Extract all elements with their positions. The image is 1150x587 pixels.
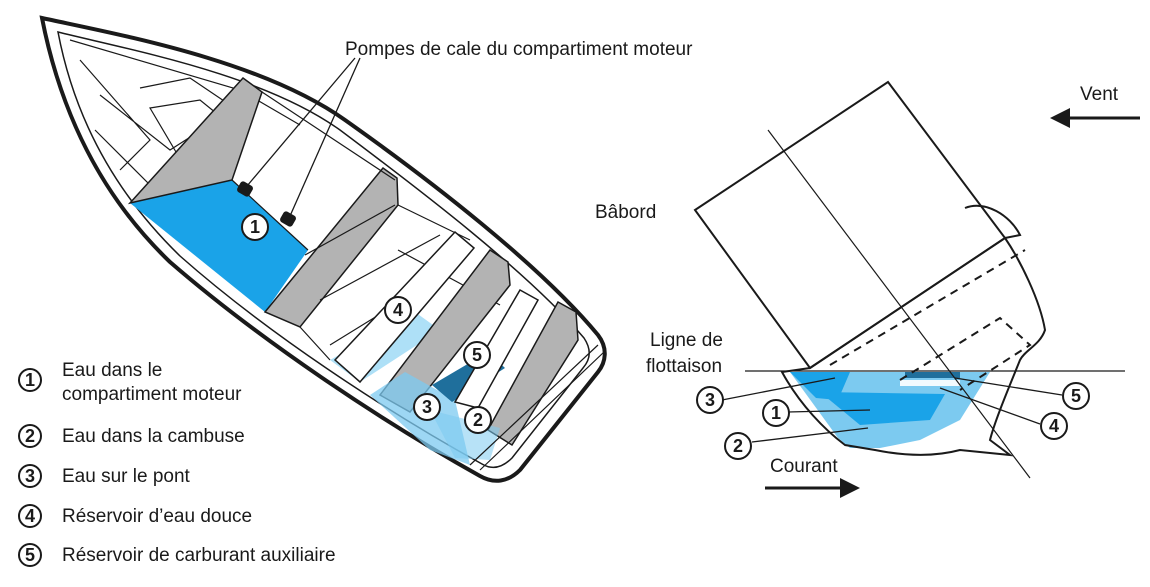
- boat-top-view: 1 4 5 3 2 Pompes de cale du compartiment…: [39, 15, 693, 483]
- legend: 1 Eau dans le compartiment moteur 2 Eau …: [18, 360, 336, 567]
- svg-text:4: 4: [393, 300, 403, 320]
- svg-text:Réservoir de carburant auxilia: Réservoir de carburant auxiliaire: [62, 545, 336, 566]
- marker-4-freshwater: 4: [384, 296, 412, 324]
- dashed-deck-line: [829, 249, 1032, 391]
- wind-arrow: [1050, 108, 1140, 128]
- section-marker-4: 4: [1040, 412, 1068, 440]
- pumps-label: Pompes de cale du compartiment moteur: [345, 39, 693, 60]
- engine-compartment-water: [130, 180, 308, 312]
- svg-text:compartiment moteur: compartiment moteur: [62, 384, 242, 405]
- centerline: [767, 129, 1031, 479]
- svg-text:Eau dans le: Eau dans le: [62, 360, 162, 381]
- svg-text:2: 2: [25, 426, 35, 446]
- galley-seat: [453, 288, 540, 409]
- bilge-pump-1: [237, 181, 253, 197]
- hull-inner-outline: [57, 30, 590, 469]
- legend-item-5: 5 Réservoir de carburant auxiliaire: [18, 543, 336, 567]
- waterline-label-1: Ligne de: [650, 330, 723, 351]
- transom-lines: [469, 344, 605, 471]
- heeled-hull-outline: [780, 236, 1047, 457]
- pump-pointer-1: [246, 57, 356, 187]
- svg-text:1: 1: [25, 370, 35, 390]
- tank-freshwater: [900, 380, 960, 386]
- svg-text:3: 3: [25, 466, 35, 486]
- engine-aft-bulkhead: [263, 166, 399, 328]
- callout-5: [954, 377, 1063, 396]
- section-marker-5: 5: [1062, 382, 1090, 410]
- svg-text:5: 5: [25, 545, 35, 565]
- svg-text:Eau sur le pont: Eau sur le pont: [62, 466, 191, 487]
- tank-fuel: [905, 372, 960, 378]
- svg-text:4: 4: [25, 506, 35, 526]
- callout-3: [721, 377, 836, 401]
- callout-1: [787, 409, 871, 413]
- galley-bulkhead: [487, 300, 579, 447]
- callout-4: [939, 387, 1041, 425]
- marker-2-galley: 2: [464, 406, 492, 434]
- current-arrow: [765, 478, 860, 498]
- svg-text:5: 5: [472, 345, 482, 365]
- callout-2: [751, 427, 869, 443]
- section-marker-3: 3: [696, 386, 724, 414]
- superstructure: [693, 80, 1007, 370]
- marker-5-fuel: 5: [463, 341, 491, 369]
- marker-1-engine: 1: [241, 213, 269, 241]
- svg-text:3: 3: [705, 390, 715, 410]
- section-marker-1: 1: [762, 399, 790, 427]
- svg-text:1: 1: [771, 403, 781, 423]
- svg-text:2: 2: [473, 410, 483, 430]
- legend-item-1: 1 Eau dans le compartiment moteur: [18, 360, 242, 405]
- bilge-pump-2: [280, 211, 296, 227]
- port-label: Bâbord: [595, 202, 656, 223]
- galley-water: [430, 410, 500, 460]
- waterline-label-2: flottaison: [646, 356, 722, 377]
- legend-item-3: 3 Eau sur le pont: [18, 464, 191, 488]
- wind-label: Vent: [1080, 84, 1119, 105]
- svg-text:4: 4: [1049, 416, 1059, 436]
- svg-text:2: 2: [733, 436, 743, 456]
- svg-text:Eau dans la cambuse: Eau dans la cambuse: [62, 426, 245, 447]
- svg-text:1: 1: [250, 217, 260, 237]
- svg-text:3: 3: [422, 397, 432, 417]
- hull-outline: [39, 15, 607, 483]
- pump-pointer-2: [289, 57, 361, 217]
- heeled-cross-section: Vent Bâbord Ligne de flottaison: [595, 80, 1140, 498]
- section-marker-2: 2: [724, 432, 752, 460]
- hull-flare: [964, 204, 1022, 239]
- svg-text:Réservoir d’eau douce: Réservoir d’eau douce: [62, 506, 252, 527]
- current-label: Courant: [770, 456, 838, 477]
- marker-3-deck: 3: [413, 393, 441, 421]
- legend-item-4: 4 Réservoir d’eau douce: [18, 504, 252, 528]
- legend-item-2: 2 Eau dans la cambuse: [18, 424, 245, 448]
- hull-water-bilge: [820, 392, 945, 425]
- svg-text:5: 5: [1071, 386, 1081, 406]
